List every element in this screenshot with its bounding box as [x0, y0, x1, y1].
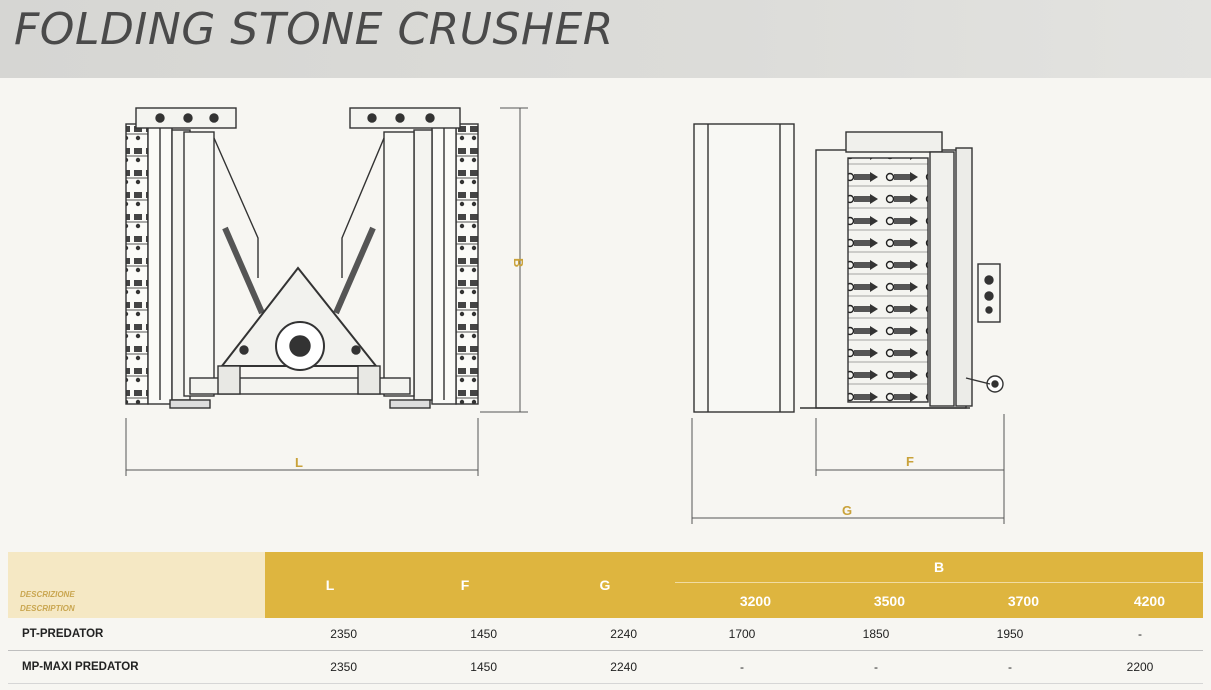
row-value-b-3500: 1850 — [809, 618, 943, 651]
col-header-g: G — [535, 552, 675, 618]
description-header: DESCRIZIONE DESCRIPTION — [8, 552, 265, 618]
row-name: PT-PREDATOR — [8, 618, 265, 651]
row-value-b-3200: 1700 — [675, 618, 809, 651]
col-header-b-4200: 4200 — [1077, 582, 1203, 618]
front-view-drawing — [125, 107, 479, 409]
front-right-column — [349, 107, 479, 405]
row-value-l: 2350 — [265, 650, 395, 684]
dim-label-f: F — [906, 454, 914, 469]
row-value-b-4200: 2200 — [1077, 650, 1203, 684]
col-header-l: L — [265, 552, 395, 618]
table-row: MP-MAXI PREDATOR 2350 1450 2240 - - - 22… — [8, 650, 1203, 684]
row-value-b-3700: - — [943, 650, 1077, 684]
row-value-l: 2350 — [265, 618, 395, 651]
col-header-b-3500: 3500 — [809, 582, 943, 618]
table-row: PT-PREDATOR 2350 1450 2240 1700 1850 195… — [8, 618, 1203, 651]
spec-table-wrapper: DESCRIZIONE DESCRIPTION L F G B 3200 350… — [8, 552, 1203, 686]
description-label-it: DESCRIZIONE — [20, 590, 75, 599]
row-name: MP-MAXI PREDATOR — [8, 650, 265, 684]
title-bar: FOLDING STONE CRUSHER — [0, 0, 1211, 78]
technical-drawings: B L F G — [125, 107, 1005, 524]
front-left-column — [125, 107, 237, 405]
row-value-f: 1450 — [395, 650, 535, 684]
front-view-dimensions — [125, 107, 528, 476]
spec-table: DESCRIZIONE DESCRIPTION L F G B 3200 350… — [8, 552, 1203, 684]
row-value-g: 2240 — [535, 650, 675, 684]
col-header-b-3700: 3700 — [943, 582, 1077, 618]
dim-label-g: G — [842, 503, 852, 518]
row-value-b-3200: - — [675, 650, 809, 684]
page-title: FOLDING STONE CRUSHER — [14, 4, 614, 55]
side-view-drawing — [693, 123, 1004, 413]
col-header-b-3200: 3200 — [675, 582, 809, 618]
dim-label-l: L — [295, 455, 303, 470]
row-value-f: 1450 — [395, 618, 535, 651]
row-value-g: 2240 — [535, 618, 675, 651]
description-label-en: DESCRIPTION — [20, 604, 75, 613]
col-header-f: F — [395, 552, 535, 618]
dim-label-b: B — [511, 258, 526, 267]
row-value-b-3500: - — [809, 650, 943, 684]
row-value-b-4200: - — [1077, 618, 1203, 651]
side-view-dimensions — [691, 414, 1005, 524]
row-value-b-3700: 1950 — [943, 618, 1077, 651]
col-header-b: B — [675, 552, 1203, 584]
